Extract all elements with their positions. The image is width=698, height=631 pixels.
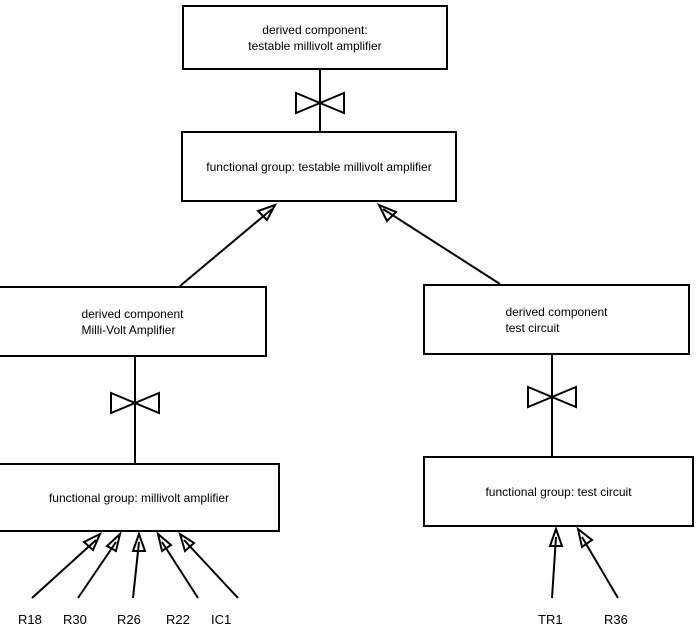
hollow-arrowhead-tr1 xyxy=(548,525,564,547)
node-line1-derived-mva: derived component xyxy=(81,306,184,321)
node-line1-derived-test-circuit: derived component xyxy=(505,304,608,319)
node-label-fg-test-circuit: functional group: test circuit xyxy=(485,484,632,499)
aggregation-arrow-test-circuit xyxy=(376,203,501,285)
hollow-arrowhead-millivolt-amplifier xyxy=(256,203,278,222)
pin-arrow-ic1 xyxy=(178,531,239,599)
pin-arrow-r30 xyxy=(77,531,122,599)
pin-label-ic1: IC1 xyxy=(211,612,232,627)
hollow-arrowhead-r18 xyxy=(82,531,103,552)
bowtie-left-triangle-top xyxy=(295,91,323,115)
hollow-arrowhead-ic1 xyxy=(178,531,196,553)
hollow-arrowhead-r26 xyxy=(131,530,147,552)
pin-label-tr1: TR1 xyxy=(538,612,563,627)
derivation-link-right xyxy=(527,355,577,456)
pin-arrow-r26 xyxy=(131,530,147,599)
node-line2-derived-mva: Milli-Volt Amplifier xyxy=(81,322,176,337)
pin-line-r18 xyxy=(31,539,97,599)
node-fg-millivolt-amplifier[interactable]: functional group: millivolt amplifier xyxy=(0,463,280,532)
node-derived-testable-millivolt-amplifier[interactable]: derived component:testable millivolt amp… xyxy=(182,5,448,70)
aggregation-line-test-circuit xyxy=(382,208,501,285)
pin-line-ic1 xyxy=(183,539,239,599)
hollow-arrowhead-r22 xyxy=(156,531,173,553)
bowtie-left-triangle-right xyxy=(527,385,555,409)
pin-label-r22: R22 xyxy=(166,612,190,627)
derivation-link-left xyxy=(110,357,160,463)
bowtie-right-triangle-left xyxy=(132,391,160,415)
bowtie-right-triangle-right xyxy=(549,385,577,409)
pin-line-tr1 xyxy=(551,536,557,599)
pin-arrow-r36 xyxy=(576,526,619,599)
node-line1-derived-testable: derived component: xyxy=(262,22,368,37)
aggregation-arrow-millivolt-amplifier xyxy=(179,203,278,287)
pin-line-r30 xyxy=(77,541,117,599)
node-label-fg-testable-millivolt-amplifier: functional group: testable millivolt amp… xyxy=(206,159,432,174)
pin-arrow-r18 xyxy=(31,531,103,599)
pin-line-r36 xyxy=(581,536,619,599)
pin-label-r18: R18 xyxy=(18,612,42,627)
derivation-link-top xyxy=(295,70,345,131)
pin-line-r22 xyxy=(161,541,199,599)
aggregation-line-millivolt-amplifier xyxy=(179,208,273,287)
pin-label-r36: R36 xyxy=(604,612,628,627)
pin-arrow-tr1 xyxy=(548,525,564,599)
hollow-arrowhead-test-circuit xyxy=(376,203,398,223)
bowtie-right-triangle-top xyxy=(317,91,345,115)
pin-label-r26: R26 xyxy=(117,612,141,627)
node-fg-test-circuit[interactable]: functional group: test circuit xyxy=(423,456,694,527)
bowtie-left-triangle-left xyxy=(110,391,138,415)
pin-label-r30: R30 xyxy=(63,612,87,627)
node-line2-derived-test-circuit: test circuit xyxy=(505,320,560,335)
node-fg-testable-millivolt-amplifier[interactable]: functional group: testable millivolt amp… xyxy=(181,131,457,202)
node-label-fg-millivolt-amplifier: functional group: millivolt amplifier xyxy=(48,490,230,505)
hollow-arrowhead-r30 xyxy=(105,531,122,553)
node-line2-derived-testable: testable millivolt amplifier xyxy=(248,38,382,53)
node-label-derived-testable-millivolt-amplifier: derived component:testable millivolt amp… xyxy=(248,22,381,54)
pin-arrow-r22 xyxy=(156,531,199,599)
hollow-arrowhead-r36 xyxy=(576,526,594,549)
